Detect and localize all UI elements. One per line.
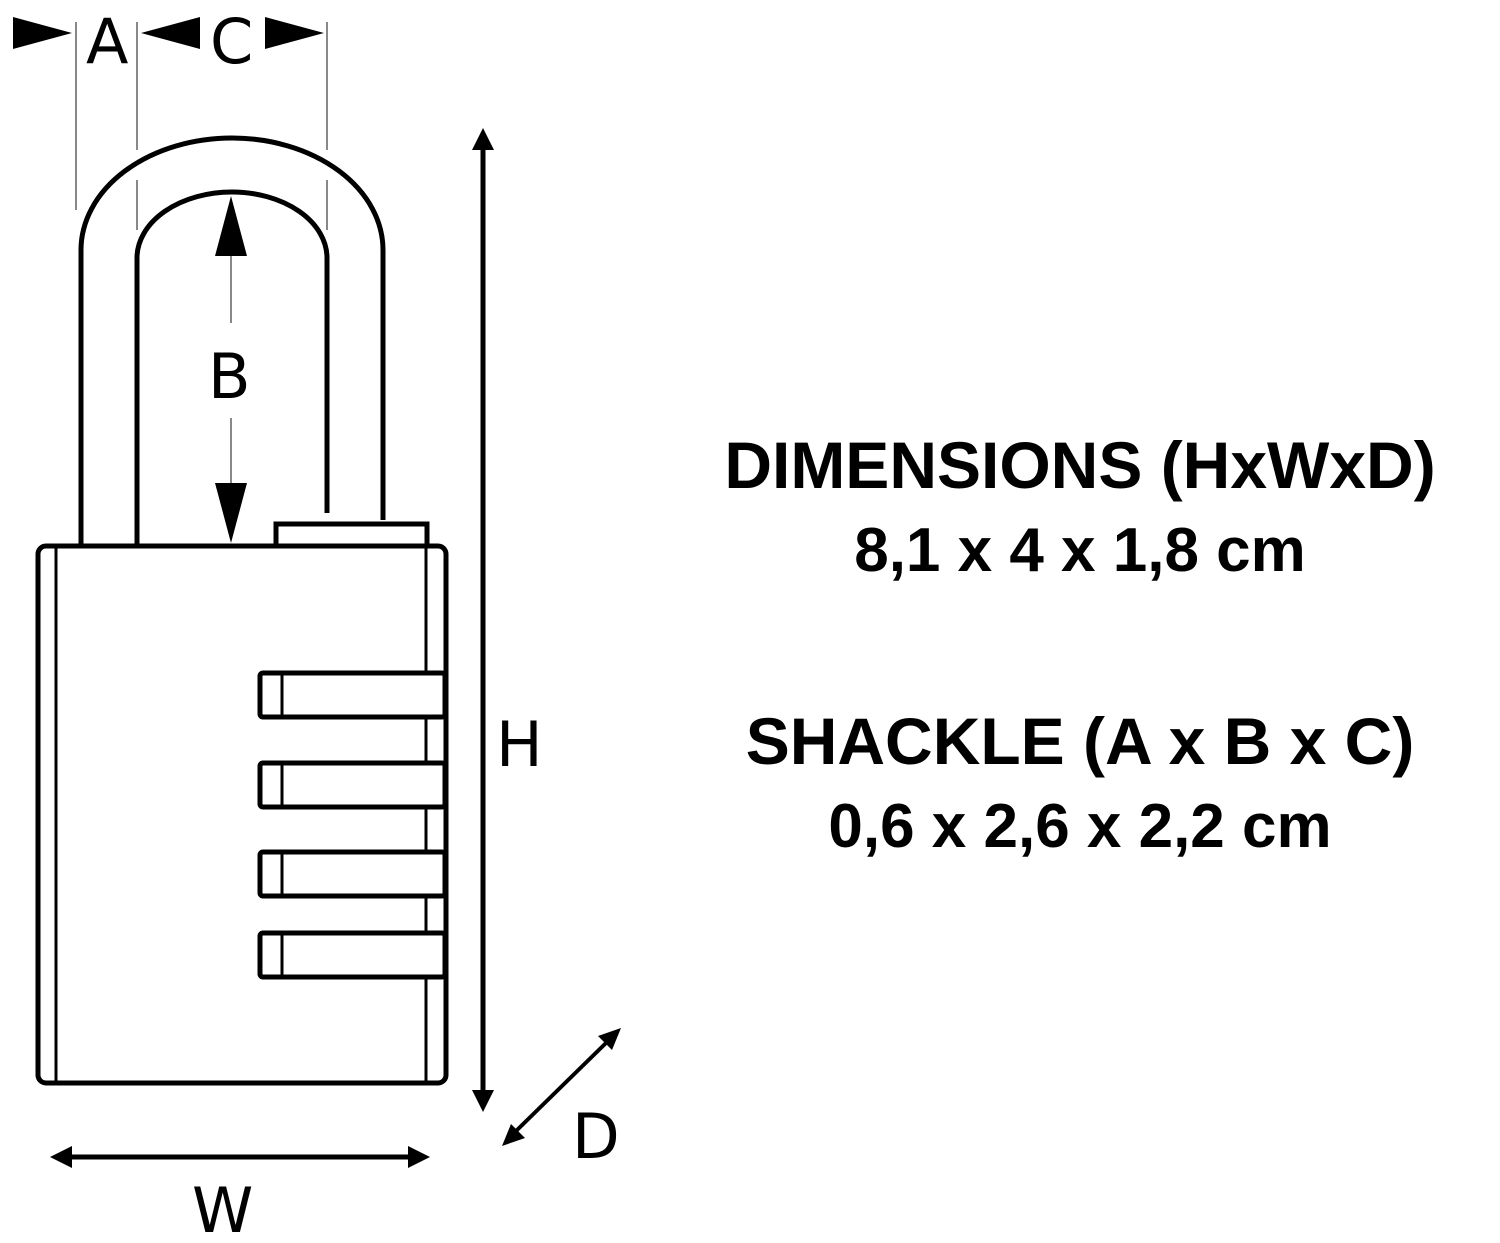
arrow-h-down-icon	[472, 1090, 494, 1112]
shackle-spec: SHACKLE (A x B x C) 0,6 x 2,6 x 2,2 cm	[640, 708, 1500, 858]
arrow-b-down-icon	[215, 483, 247, 543]
dial-3	[257, 849, 448, 899]
extension-lines	[75, 22, 328, 230]
arrow-d-downleft-icon	[502, 1124, 525, 1146]
dial-1	[257, 670, 448, 720]
dial-2	[257, 760, 448, 810]
shackle-value: 0,6 x 2,6 x 2,2 cm	[828, 792, 1332, 861]
dimensions-title: DIMENSIONS (HxWxD)	[724, 428, 1436, 502]
dimension-h	[472, 128, 494, 1112]
arrow-c-right-icon	[265, 17, 324, 49]
dimension-w	[50, 1146, 430, 1168]
label-b: B	[208, 340, 251, 413]
shackle-title: SHACKLE (A x B x C)	[745, 704, 1415, 778]
arrow-b-up-icon	[215, 196, 247, 256]
dimension-d	[502, 1028, 621, 1146]
arrow-c-left-icon	[141, 17, 200, 49]
arrow-w-left-icon	[50, 1146, 72, 1168]
shackle	[78, 135, 386, 545]
arrow-a-right-icon	[13, 17, 72, 49]
arrow-w-right-icon	[408, 1146, 430, 1168]
dimensions-spec: DIMENSIONS (HxWxD) 8,1 x 4 x 1,8 cm	[640, 432, 1500, 582]
label-d: D	[572, 1100, 620, 1173]
dimension-a-c-arrows	[13, 17, 324, 49]
label-w: W	[192, 1174, 253, 1243]
dimensions-value: 8,1 x 4 x 1,8 cm	[854, 516, 1306, 585]
label-c: C	[210, 5, 253, 78]
dimension-b	[215, 196, 247, 543]
arrow-h-up-icon	[472, 128, 494, 150]
combination-dials	[257, 670, 448, 980]
label-h: H	[496, 708, 543, 781]
shackle-collar	[273, 521, 430, 549]
arrow-d-upright-icon	[598, 1028, 621, 1050]
label-a: A	[86, 5, 128, 78]
dial-4	[257, 930, 448, 980]
